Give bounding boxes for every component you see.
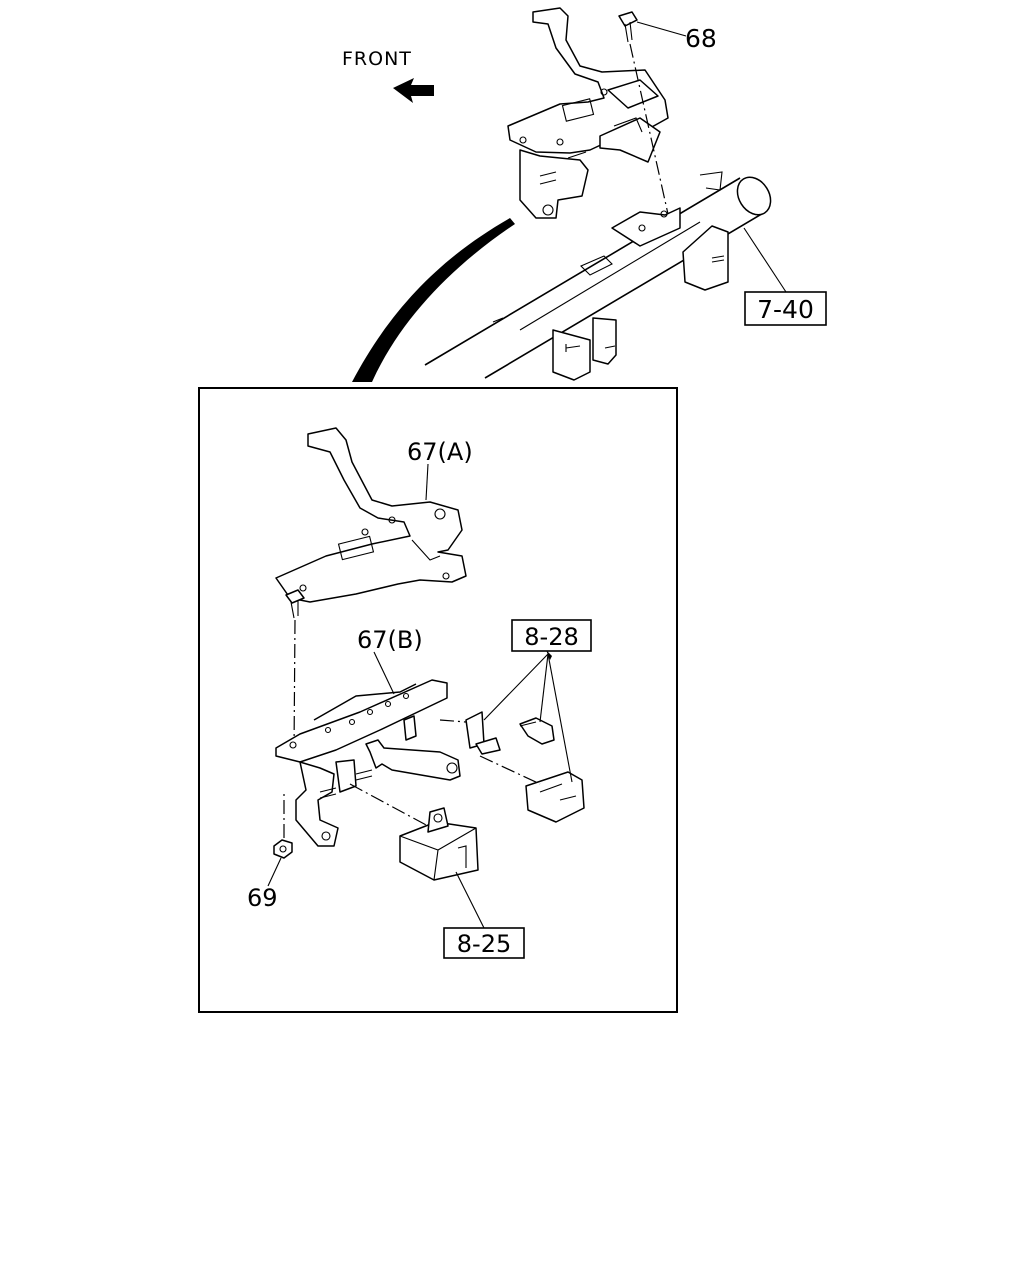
cross-beam-assembly bbox=[424, 171, 772, 381]
zoom-sweep-indicator bbox=[352, 218, 515, 382]
callout-67a: 67(A) bbox=[407, 438, 473, 466]
callout-68: 68 bbox=[685, 24, 717, 53]
front-arrow-icon bbox=[393, 78, 434, 103]
component-8-25 bbox=[349, 783, 479, 881]
upper-bracket-assembly bbox=[507, 7, 669, 219]
callout-8-25-box bbox=[443, 927, 525, 959]
callout-8-28-box bbox=[511, 619, 592, 652]
front-direction-indicator: FRONT bbox=[342, 48, 434, 103]
callout-8-25: 8-25 bbox=[457, 930, 511, 958]
screw-icon bbox=[285, 589, 305, 619]
component-8-28 bbox=[439, 711, 585, 823]
callout-7-40-box bbox=[744, 291, 827, 326]
callout-8-28: 8-28 bbox=[524, 623, 578, 651]
bolt-68-icon bbox=[618, 11, 638, 43]
screw-axis-line bbox=[293, 619, 296, 753]
bracket-67a bbox=[275, 427, 467, 603]
detail-view-frame bbox=[198, 387, 678, 1013]
bolt-68-axis-line bbox=[629, 43, 669, 215]
callout-67b: 67(B) bbox=[357, 626, 423, 654]
callout-69: 69 bbox=[247, 884, 278, 912]
callout-7-40: 7-40 bbox=[757, 295, 814, 324]
front-label: FRONT bbox=[342, 48, 412, 70]
nut-69-icon bbox=[273, 839, 293, 859]
